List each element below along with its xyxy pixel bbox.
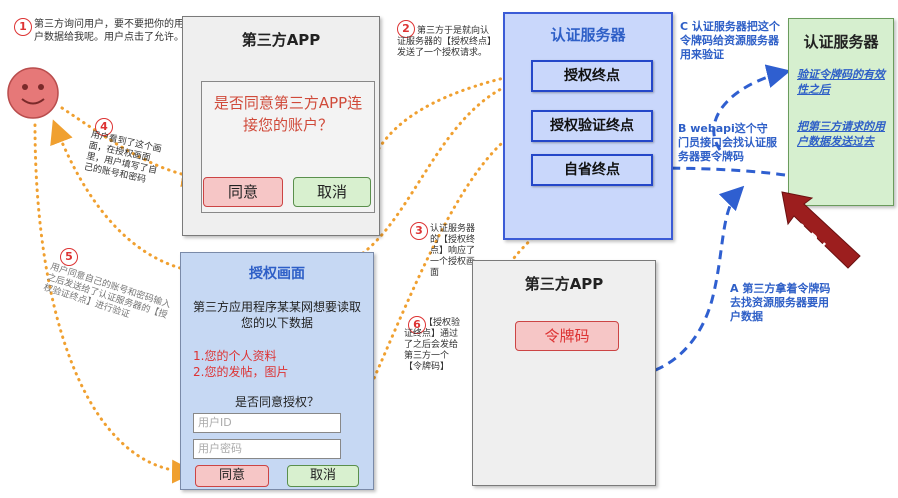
step-number-1: 1 [14,18,32,36]
app-bottom-title: 第三方APP [524,275,604,293]
password-input[interactable]: 用户密码 [193,439,341,459]
auth-screen-question: 是否同意授权？ [234,395,319,409]
authorization-screen: 授权画面 第三方应用程序某某网想要读取您的以下数据 1.您的个人资料 2.您的发… [180,252,374,490]
authorize-verify-endpoint[interactable]: 授权验证终点 [531,110,653,142]
auth-screen-desc: 第三方应用程序某某网想要读取您的以下数据 [193,300,362,330]
app-top-title: 第三方APP [241,31,321,49]
resource-server-line2: 把第三方请求的用户数据发送过去 [797,120,885,148]
authorize-endpoint[interactable]: 授权终点 [531,60,653,92]
step-5-text: 用户同意自己的账号和密码输入之后发送给了认证服务器的【授权验证终点】进行验证 [42,262,172,321]
auth-screen-title: 授权画面 [249,266,305,282]
note-A: A 第三方拿着令牌码去找资源服务器要用户数据 [730,282,831,323]
auth-screen-item2: 2.您的发帖，图片 [193,365,289,379]
auth-server: 认证服务器 授权终点 授权验证终点 自省终点 [503,12,673,240]
auth-screen-item1: 1.您的个人资料 [193,349,277,363]
step-number-5: 5 [60,248,78,266]
auth-server-title: 认证服务器 [550,26,626,44]
introspect-endpoint[interactable]: 自省终点 [531,154,653,186]
resource-server: 认证服务器 验证令牌码的有效性之后 把第三方请求的用户数据发送过去 [788,18,894,206]
user-smiley-icon [6,66,60,120]
third-party-app-bottom: 第三方APP 令牌码 [472,260,656,486]
resource-server-title: 认证服务器 [803,33,879,51]
api-gateway-icon [778,188,862,274]
step-2-text: 第三方于是就向认证服务器的【授权终点】发送了一个授权请求。 [397,26,497,58]
arrow-B [649,156,786,181]
note-C: C 认证服务器把这个令牌码给资源服务器用来验证 [680,20,780,61]
step-1-text: 第三方询问用户，要不要把你的用户数据给我呢。用户点击了允许。 [34,19,184,43]
consent-cancel-button[interactable]: 取消 [293,177,371,207]
user-id-input[interactable]: 用户ID [193,413,341,433]
consent-agree-button[interactable]: 同意 [203,177,283,207]
step-number-6: 6 [408,316,426,334]
third-party-app-top: 第三方APP 是否同意第三方APP连接您的账户？ 同意 取消 [182,16,380,236]
step-3-text: 认证服务器的【授权终点】响应了一个授权画面 [430,224,476,278]
step-4-text: 用户看到了这个画面，在授权画面里，用户填写了自己的账号和密码 [83,130,163,186]
consent-question: 是否同意第三方APP连接您的账户？ [213,94,363,134]
token-button[interactable]: 令牌码 [515,321,619,351]
resource-server-line1: 验证令牌码的有效性之后 [797,68,885,96]
auth-agree-button[interactable]: 同意 [195,465,269,487]
step-6-text: 【授权验证终点】通过了之后会发给第三方一个【令牌码】 [404,318,461,372]
step-number-3: 3 [410,222,428,240]
step-number-2: 2 [397,20,415,38]
step-number-4: 4 [95,118,113,136]
note-B: B webapi这个守门员接口会找认证服务器要令牌码 [678,122,777,163]
auth-cancel-button[interactable]: 取消 [287,465,359,487]
